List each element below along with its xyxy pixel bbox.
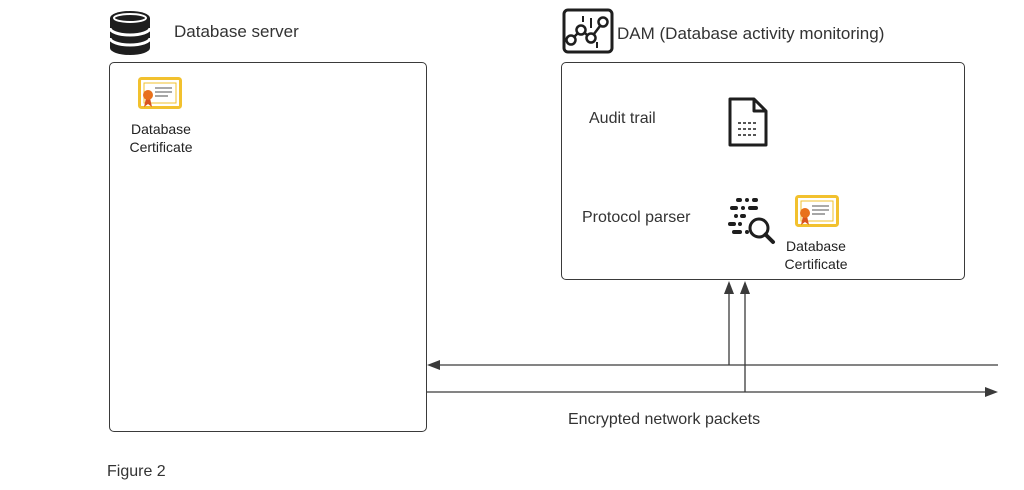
activity-monitor-icon xyxy=(562,8,614,54)
dam-certificate-label: Database Certificate xyxy=(784,238,848,272)
arrow-head-up xyxy=(724,281,734,294)
data-search-icon xyxy=(728,198,775,244)
network-label: Encrypted network packets xyxy=(568,411,761,428)
audit-trail-label: Audit trail xyxy=(589,110,656,127)
certificate-icon xyxy=(795,195,839,227)
figure-caption: Figure 2 xyxy=(107,463,166,480)
database-stack-icon xyxy=(108,11,152,55)
db-server-certificate-label: Database Certificate xyxy=(129,121,193,155)
certificate-icon xyxy=(138,77,182,109)
arrow-head-up xyxy=(740,281,750,294)
db-server-box xyxy=(109,62,427,432)
dam-box xyxy=(561,62,965,280)
document-icon xyxy=(728,97,768,147)
arrow-head-left xyxy=(427,360,440,370)
arrow-head-right xyxy=(985,387,998,397)
dam-title: DAM (Database activity monitoring) xyxy=(617,24,885,43)
protocol-parser-label: Protocol parser xyxy=(582,209,691,226)
db-server-title: Database server xyxy=(174,22,299,41)
